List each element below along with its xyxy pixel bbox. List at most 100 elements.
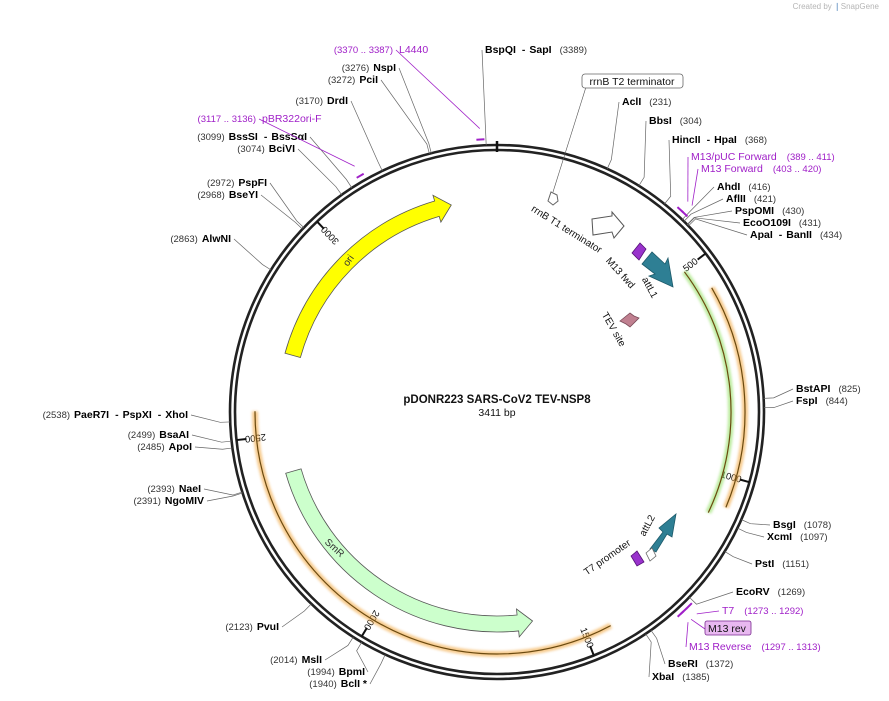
attl1-arrow (641, 251, 674, 288)
site-bsssi-bssaai[interactable]: (3099)BssSI-BssSαI (197, 131, 353, 189)
site-leader (763, 388, 794, 399)
site-label: (1940)BclI * (309, 678, 368, 690)
primer-m13-reverse[interactable]: M13 Reverse (1297 .. 1313) (676, 610, 821, 653)
site-leader (369, 654, 386, 685)
site-bspqi-sapi[interactable]: BspQI-SapI(3389) (481, 44, 587, 146)
t7-promoter-feature[interactable]: T7 promoter (582, 537, 657, 578)
primer-l4440[interactable]: L4440 (395, 44, 485, 141)
primer-coordinate: (1297 .. 1313) (761, 642, 820, 653)
site-pspomi[interactable]: PspOMI(430) (686, 205, 804, 225)
orange-lower-arc[interactable] (251, 411, 613, 657)
site-paer7i-pspxi-xhoi[interactable]: (2538)PaeR7I-PspXI-XhoI (43, 409, 231, 423)
site-drdi[interactable]: (3170)DrdI (296, 95, 383, 172)
site-bcli[interactable]: (1940)BclI * (309, 654, 386, 690)
site-aflii[interactable]: AflII(421) (683, 193, 776, 222)
rrnb-t1-feature[interactable]: rrnB T1 terminator (529, 204, 625, 257)
site-hincii-hpai[interactable]: HincII-HpaI(368) (664, 134, 767, 205)
site-label: AhdI(416) (717, 181, 771, 193)
site-leader (737, 527, 765, 538)
site-acli[interactable]: AclI(231) (606, 96, 671, 169)
nsp8-green-arc[interactable] (681, 270, 735, 514)
site-label: BspQI-SapI(3389) (485, 44, 587, 56)
site-bsaai[interactable]: (2499)BsaAI (128, 429, 232, 443)
site-bstapi[interactable]: BstAPI(825) (763, 383, 861, 399)
m13-fwd-feature[interactable]: M13 fwd (603, 242, 647, 291)
site-leader (233, 238, 272, 271)
attl1-feature[interactable]: attL1 (639, 251, 674, 301)
primer-m13-rev[interactable]: M13 rev (679, 607, 752, 636)
site-coordinate: (421) (754, 194, 776, 205)
enzyme-name: AlwNI (202, 233, 231, 245)
site-coordinate: (1269) (778, 587, 805, 598)
site-apoi[interactable]: (2485)ApoI (137, 441, 233, 453)
smr-feature-arrow (285, 468, 534, 638)
enzyme-name: PaeR7I (74, 409, 109, 421)
site-leader (686, 210, 733, 225)
primer-name: M13 Reverse (689, 641, 752, 653)
site-ngomiv[interactable]: (2391)NgoMIV (133, 492, 243, 507)
site-bpmi[interactable]: (1994)BpmI (307, 641, 369, 678)
site-leader (297, 148, 342, 196)
site-pcii[interactable]: (3272)PciI (328, 74, 430, 154)
t7-promoter-arrow (645, 547, 657, 562)
site-bseyi[interactable]: (2968)BseYI (197, 189, 303, 230)
site-ecoo109i[interactable]: EcoO109I(431) (687, 217, 821, 229)
site-xbai[interactable]: XbaI(1385) (645, 633, 710, 683)
site-coordinate: (368) (745, 135, 767, 146)
site-label: AclI(231) (622, 96, 671, 108)
primer-pbr322ori-f[interactable]: pBR322ori-F (258, 113, 365, 179)
rrnb-t1-arrow (591, 210, 625, 240)
primer-label: M13 rev (708, 623, 747, 635)
enzyme-name: ApoI (169, 441, 192, 453)
site-coordinate: (2123) (225, 622, 252, 633)
enzyme-name: SapI (529, 44, 551, 56)
site-ecorv[interactable]: EcoRV(1269) (689, 586, 805, 605)
site-label: (3276)NspI (342, 62, 396, 74)
rrnb-t2-feature[interactable]: rrnB T2 terminator (547, 73, 684, 206)
site-naei[interactable]: (2393)NaeI (147, 483, 243, 496)
site-alwni[interactable]: (2863)AlwNI (170, 233, 272, 271)
site-coordinate: (416) (748, 182, 770, 193)
site-pvui[interactable]: (2123)PvuI (225, 603, 312, 633)
site-separator: - (779, 229, 783, 241)
site-label: FspI(844) (796, 395, 848, 407)
tev-site-feature[interactable]: TEV site (599, 311, 640, 350)
site-fspi[interactable]: FspI(844) (763, 395, 848, 409)
site-coordinate: (2968) (197, 190, 224, 201)
primer-name: M13 Forward (701, 163, 763, 175)
smr-feature[interactable]: SmR (285, 468, 534, 638)
attl2-feature[interactable]: attL2 (638, 513, 677, 553)
site-leader (664, 139, 672, 205)
enzyme-name: BspQI (485, 44, 516, 56)
site-leader (650, 629, 666, 665)
ori-feature[interactable]: ori (284, 194, 452, 359)
site-bseri[interactable]: BseRI(1372) (650, 629, 733, 670)
site-label: BstAPI(825) (796, 383, 861, 395)
site-bbsi[interactable]: BbsI(304) (638, 115, 702, 186)
site-xcmi[interactable]: XcmI(1097) (737, 527, 828, 543)
enzyme-name: ApaI (750, 229, 773, 241)
site-apai-banii[interactable]: ApaI-BanII(434) (688, 218, 842, 241)
site-nspi[interactable]: (3276)NspI (342, 62, 432, 154)
site-bsgi[interactable]: BsgI(1078) (741, 519, 831, 531)
nsp8-green-arc-line (683, 271, 732, 513)
site-leader (645, 633, 652, 678)
primer-t7[interactable]: T7(1273 .. 1292) (685, 602, 803, 617)
site-coordinate: (1994) (307, 667, 334, 678)
site-ahdi[interactable]: AhdI(416) (681, 181, 771, 220)
site-psti[interactable]: PstI(1151) (724, 551, 809, 570)
enzyme-name: PspOMI (735, 205, 774, 217)
primer-coordinate: (403 .. 420) (773, 164, 822, 175)
primer-m13-puc-forward[interactable]: M13/pUC Forward(389 .. 411) (676, 151, 835, 214)
primer-m13-forward[interactable]: M13 Forward (403 .. 420) (680, 163, 822, 218)
enzyme-name: BssSI (229, 131, 258, 143)
site-msli[interactable]: (2014)MslI (270, 636, 354, 666)
tev-site-arrow (619, 312, 640, 328)
primer-mark (356, 172, 365, 179)
nsp8-orange-arc[interactable] (709, 286, 748, 509)
site-leader (194, 446, 233, 450)
site-label: (2538)PaeR7I-PspXI-XhoI (43, 409, 189, 421)
site-bcivi[interactable]: (3074)BciVI (237, 143, 342, 196)
site-pspfi[interactable]: (2972)PspFI (207, 177, 305, 228)
